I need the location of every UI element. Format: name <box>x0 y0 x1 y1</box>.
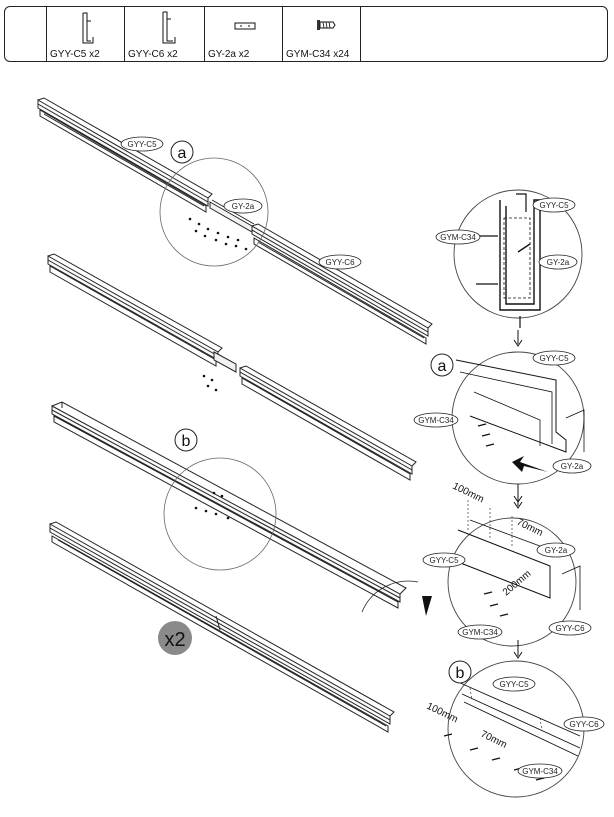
detail-a-zoom <box>451 351 585 503</box>
svg-text:GYY-C5: GYY-C5 <box>539 201 569 210</box>
callout-gym-c34-detail: GYM-C34 <box>435 229 481 245</box>
part-label-gyy-c6: GYY-C6 x2 <box>128 49 178 60</box>
step-marker-b: b <box>174 428 198 452</box>
rotate-arrow-icon <box>422 596 432 616</box>
svg-text:GYM-C34: GYM-C34 <box>440 233 476 242</box>
svg-text:a: a <box>178 145 187 162</box>
callout-gy-2a-dim: GY-2a <box>536 542 576 558</box>
svg-text:GYM-C34: GYM-C34 <box>522 767 558 776</box>
svg-text:GY-2a: GY-2a <box>232 202 255 211</box>
rail-gyy-c5-step2 <box>47 253 223 367</box>
detail-dimensions-zoom <box>447 490 581 659</box>
svg-text:GYY-C6: GYY-C6 <box>555 624 585 633</box>
dimension-70mm-b: 70mm <box>479 729 509 751</box>
callout-gyy-c5-detail: GYY-C5 <box>532 197 576 213</box>
part-label-gyy-c5: GYY-C5 x2 <box>50 49 100 60</box>
step-marker-b-detail: b <box>448 660 472 684</box>
svg-text:GYY-C6: GYY-C6 <box>569 720 599 729</box>
tall-bracket-icon <box>162 11 176 44</box>
rail-assembled-step4 <box>49 521 395 733</box>
svg-text:GY-2a: GY-2a <box>545 546 568 555</box>
detail-circle-b <box>163 457 277 571</box>
screw-dots-step3 <box>194 491 230 520</box>
svg-text:GY-2a: GY-2a <box>547 258 570 267</box>
svg-text:b: b <box>456 665 465 682</box>
svg-text:GYM-C34: GYM-C34 <box>462 628 498 637</box>
rail-gyy-c5-top <box>37 97 213 213</box>
dimension-200mm: 200mm <box>501 568 534 598</box>
part-cell-gym-c34: GYM-C34 x24 <box>283 7 361 61</box>
dimension-100mm-b: 100mm <box>425 701 460 726</box>
parts-list-header: GYY-C5 x2 GYY-C6 x2 GY-2a x2 GYM-C34 x24 <box>4 6 608 62</box>
callout-gyy-c6-dim: GYY-C6 <box>548 620 592 636</box>
part-cell-gyy-c6: GYY-C6 x2 <box>125 7 205 61</box>
screw-icon <box>317 20 336 30</box>
svg-text:GYY-C5: GYY-C5 <box>539 354 569 363</box>
screw-dots-step1 <box>188 217 248 251</box>
connector-plate-icon <box>234 22 256 30</box>
svg-text:GYY-C5: GYY-C5 <box>127 140 157 149</box>
svg-text:GYY-C5: GYY-C5 <box>499 680 529 689</box>
callout-gy-2a-detail: GY-2a <box>538 254 578 270</box>
connector-gy-2a-step2 <box>213 351 237 373</box>
part-label-gy-2a: GY-2a x2 <box>208 49 250 60</box>
callout-gy-2a-1: GY-2a <box>223 198 263 214</box>
callout-gyy-c6-1: GYY-C6 <box>318 254 362 270</box>
callout-gym-c34-dim: GYM-C34 <box>457 624 503 640</box>
svg-text:GY-2a: GY-2a <box>561 462 584 471</box>
rail-gyy-c6-top <box>251 223 433 345</box>
callout-gym-c34-detail-b: GYM-C34 <box>517 763 563 779</box>
part-cell-gyy-c5: GYY-C5 x2 <box>47 7 125 61</box>
callout-gym-c34-detail-a: GYM-C34 <box>413 412 459 428</box>
svg-text:GYY-C6: GYY-C6 <box>325 258 355 267</box>
callout-gyy-c5-detail-b: GYY-C5 <box>492 676 536 692</box>
svg-text:b: b <box>182 433 191 450</box>
svg-text:x2: x2 <box>164 629 185 651</box>
parts-header-blank-cell <box>5 7 47 61</box>
svg-text:GYY-C5: GYY-C5 <box>429 556 459 565</box>
part-label-gym-c34: GYM-C34 x24 <box>286 49 350 60</box>
cross-section-detail <box>453 189 583 347</box>
detail-circle-a <box>159 157 269 267</box>
callout-gy-2a-detail-a: GY-2a <box>552 458 592 474</box>
part-cell-gy-2a: GY-2a x2 <box>205 7 283 61</box>
callout-gyy-c6-detail-b: GYY-C6 <box>563 716 605 732</box>
screw-dots-step2 <box>202 374 218 392</box>
rotate-arc-icon <box>361 580 419 613</box>
rail-gyy-c6-step2 <box>239 365 417 481</box>
callout-gyy-c5-1: GYY-C5 <box>120 136 164 152</box>
rail-assembled-step3 <box>51 401 407 609</box>
callout-gyy-c5-dim: GYY-C5 <box>422 552 466 568</box>
callout-gyy-c5-detail-a: GYY-C5 <box>532 350 576 366</box>
multiplier-badge: x2 <box>158 621 192 655</box>
step-marker-a-detail: a <box>430 353 454 377</box>
svg-text:GYM-C34: GYM-C34 <box>418 416 454 425</box>
svg-text:a: a <box>438 358 447 375</box>
step-marker-a: a <box>170 140 194 164</box>
tall-bracket-icon <box>82 12 94 44</box>
